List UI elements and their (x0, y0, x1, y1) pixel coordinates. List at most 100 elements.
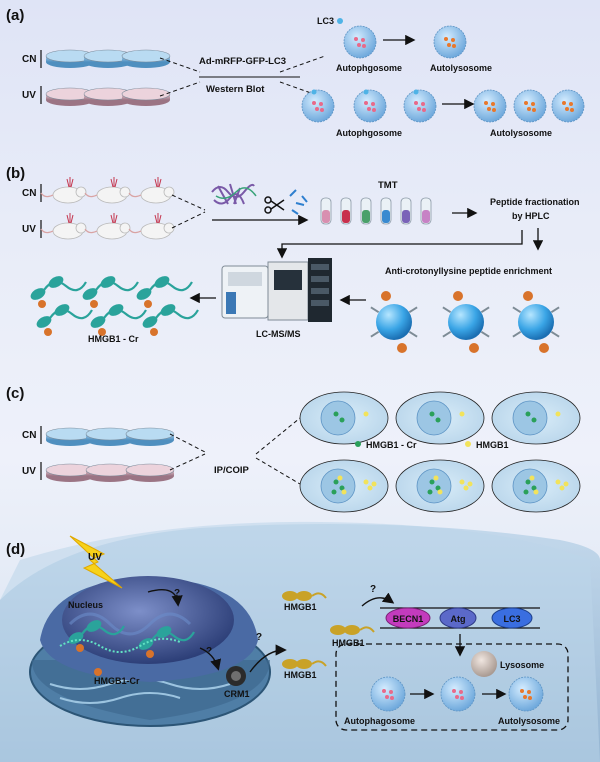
panel-c: (c) CN UV IP/COIP HMGB1 - Cr HMGB1 (6, 385, 581, 513)
arrow (249, 644, 287, 673)
dna-strand (59, 637, 181, 653)
arrow (199, 647, 222, 671)
hmgb1-cr-dot (429, 479, 435, 485)
hmgb1-cr-dot (531, 417, 537, 423)
peptide-fragments-icon (289, 189, 308, 215)
vesicle (370, 676, 406, 712)
sample-tube (420, 197, 432, 225)
autophagosome-bottom-label: Autophgosome (336, 128, 402, 138)
hmgb1-dot (463, 485, 469, 491)
ipcoip-label: IP/COIP (214, 465, 250, 476)
sample-tube (340, 197, 352, 225)
hmgb1-cr-dot (331, 489, 337, 495)
panel-d: (d) UV Nucleus HMGB1-Cr ? ? CRM1 ? (0, 521, 600, 762)
hmgb1-dot (341, 489, 347, 495)
atg-oval: Atg (439, 607, 477, 629)
uv-lightning-icon (69, 535, 123, 589)
mouse-group (40, 177, 175, 240)
autolysosome-bottom-label: Autolysosome (490, 128, 552, 138)
cr-mark (146, 650, 154, 658)
question-mark: ? (370, 584, 376, 595)
panel-a: (a) CN UV Ad-mRFP-GFP-LC3 Western Blot L… (6, 7, 585, 138)
cell (395, 459, 485, 513)
hmgb1-cr-molecule (90, 304, 147, 336)
lcms-label: LC-MS/MS (256, 329, 301, 339)
legend-green-dot (355, 441, 361, 447)
connector (279, 55, 326, 99)
hmgb1-dot (367, 485, 373, 491)
mouse-icon (128, 213, 175, 240)
chromatin-group (59, 620, 195, 658)
lc3-dot (311, 89, 317, 95)
dish-group (45, 49, 171, 106)
connector (255, 417, 301, 485)
lc3-dot (413, 89, 419, 95)
vesicle (353, 89, 387, 123)
cr-mark (94, 668, 102, 676)
sample-tube (320, 197, 332, 225)
arrow (361, 592, 395, 607)
antibody-bead (512, 291, 560, 353)
hmgb1-molecule-group (282, 591, 375, 669)
vesicle (301, 89, 335, 123)
hmgb1-cr-dot (427, 489, 433, 495)
hmgb1-dot (555, 411, 561, 417)
panel-b: (b) CN UV TMT Peptide fractionation by H… (6, 165, 580, 353)
uv-label: UV (88, 552, 102, 563)
sample-tube (360, 197, 372, 225)
hmgb1-dot (437, 489, 443, 495)
vesicle (508, 676, 544, 712)
hmgb1-dot (459, 479, 465, 485)
cr-mark (90, 300, 98, 308)
legend-hmgb1-label: HMGB1 (476, 440, 509, 450)
hmgb1-label-b: HMGB1 (332, 638, 365, 648)
cell (299, 459, 389, 513)
culture-dish (45, 87, 95, 106)
fractionation-label-1: Peptide fractionation (490, 197, 580, 207)
panel-a-tag: (a) (6, 7, 24, 24)
panel-b-uv-label: UV (22, 224, 36, 235)
scissors-icon (264, 196, 285, 214)
panel-b-cn-label: CN (22, 188, 36, 199)
cr-mark (38, 300, 46, 308)
hmgb1-cr-molecule (136, 276, 193, 308)
hmgb1-cr-dot (525, 411, 531, 417)
hmgb1-dot (467, 481, 473, 487)
atg-label: Atg (451, 614, 466, 624)
culture-dish (121, 87, 171, 106)
question-mark: ? (174, 588, 180, 599)
arrow (147, 589, 183, 607)
protein-structure-icon (211, 183, 257, 205)
vesicle (440, 676, 476, 712)
autophagosome-top-label: Autophgosome (336, 63, 402, 73)
panel-c-uv-label: UV (22, 466, 36, 477)
hmgb1-cr-dot (531, 485, 537, 491)
cr-mark (453, 291, 463, 301)
cr-mark (381, 291, 391, 301)
hmgb1-label-a: HMGB1 (284, 602, 317, 612)
cr-mark (44, 328, 52, 336)
autolysosome-d-label: Autolysosome (498, 716, 560, 726)
mass-spectrometer-icon (221, 258, 332, 322)
dish-group (45, 427, 175, 482)
cr-mark (397, 343, 407, 353)
hmgb1-cr-dot (523, 489, 529, 495)
hmgb1-molecule (282, 659, 327, 669)
cell-cross-section (29, 576, 271, 727)
hmgb1-dot (559, 485, 565, 491)
question-mark: ? (206, 646, 212, 657)
vesicle (513, 89, 547, 123)
cr-mark (98, 328, 106, 336)
hmgb1-cr-dot (339, 417, 345, 423)
cr-mark (469, 343, 479, 353)
cell (491, 391, 581, 445)
culture-dish (85, 427, 135, 446)
autophagosome-d-label: Autophagosome (344, 716, 415, 726)
hmgb1-cr-dot (339, 485, 345, 491)
hmgb1-dot (371, 481, 377, 487)
culture-dish (83, 87, 133, 106)
hmgb1-dot (563, 481, 569, 487)
crm1-label: CRM1 (224, 689, 250, 699)
lysosome-icon (471, 651, 497, 677)
method-top-label: Ad-mRFP-GFP-LC3 (199, 56, 286, 67)
